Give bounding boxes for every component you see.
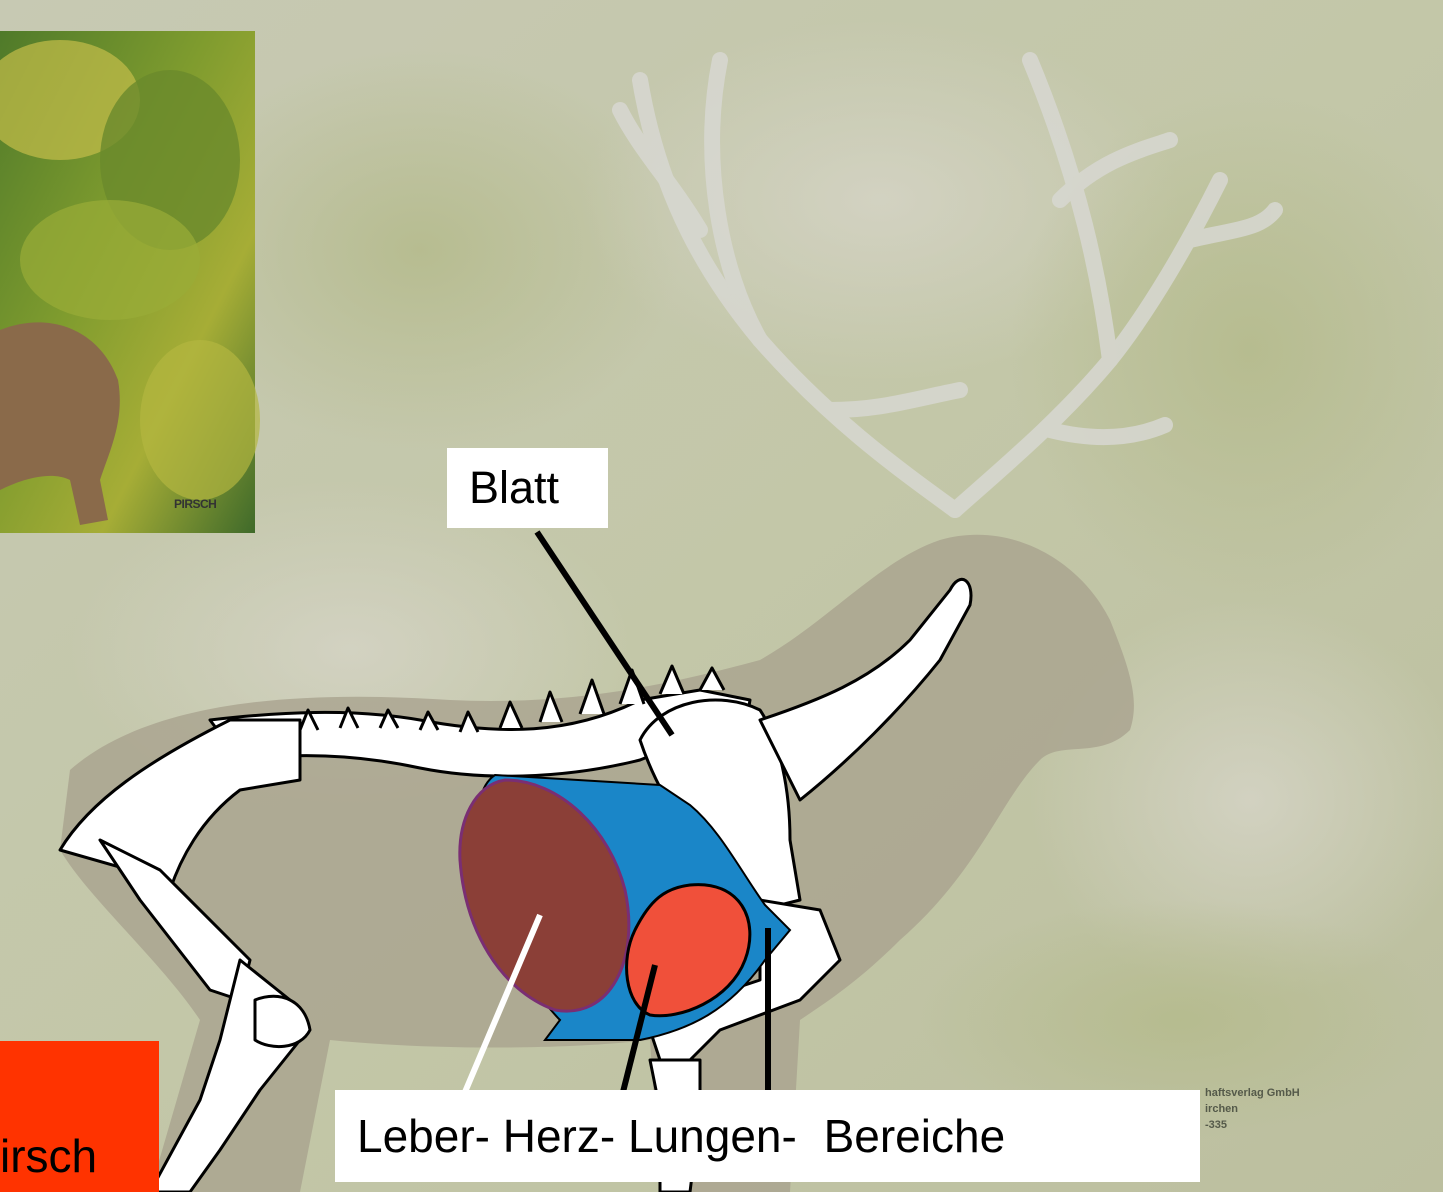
organ-labels-box: Leber- Herz- Lungen- Bereiche: [335, 1090, 1200, 1182]
inset-watermark: PIRSCH: [174, 497, 216, 511]
publisher-line: -335: [1205, 1117, 1405, 1133]
bereiche-label: Bereiche: [824, 1090, 1006, 1182]
leber-label: Leber-: [357, 1090, 490, 1182]
lungen-label: Lungen-: [628, 1090, 797, 1182]
publisher-line: haftsverlag GmbH: [1205, 1085, 1405, 1101]
blatt-label: Blatt: [447, 448, 608, 528]
herz-label: Herz-: [503, 1090, 615, 1182]
publisher-info: haftsverlag GmbH irchen -335: [1205, 1085, 1405, 1133]
publisher-line: irchen: [1205, 1101, 1405, 1117]
corner-label-box: irsch: [0, 1041, 159, 1192]
corner-label: irsch: [0, 1128, 97, 1184]
inset-photo: [0, 31, 260, 533]
